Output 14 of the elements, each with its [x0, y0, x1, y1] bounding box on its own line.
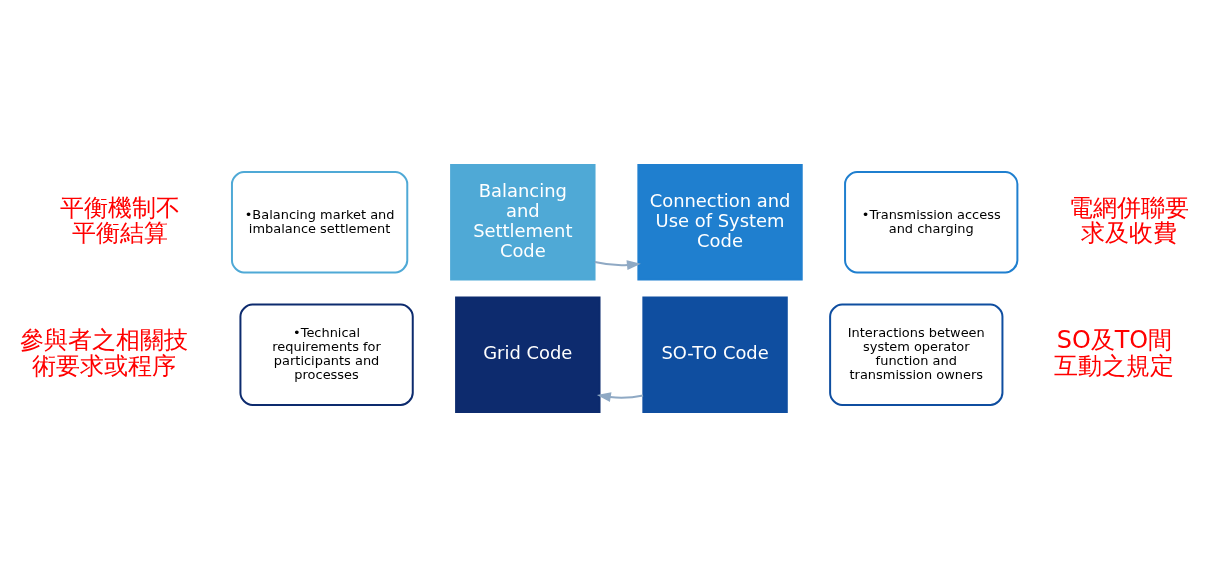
node-box: Balancing and Settlement Code — [450, 164, 596, 281]
arrow — [596, 392, 645, 402]
node-box: •Technical requirements for participants and processes — [239, 303, 414, 407]
node-label: 參與者之相關技術要求或程序 — [20, 325, 189, 380]
node-box: Interactions between system operator function and transmission owners — [829, 303, 1004, 407]
node-label: 電網併聯要求及收費 — [1069, 193, 1190, 248]
node-box: Grid Code — [455, 296, 601, 413]
node-label: 平衡機制不平衡結算 — [60, 193, 181, 248]
arrow — [593, 260, 641, 270]
node-box: Connection and Use of System Code — [637, 164, 803, 281]
node-box: •Transmission access and charging — [844, 170, 1019, 274]
node-label: SO及TO間互動之規定 — [1054, 325, 1175, 380]
node-box: SO-TO Code — [642, 296, 788, 413]
node-box: •Balancing market and imbalance settlement — [230, 170, 409, 274]
